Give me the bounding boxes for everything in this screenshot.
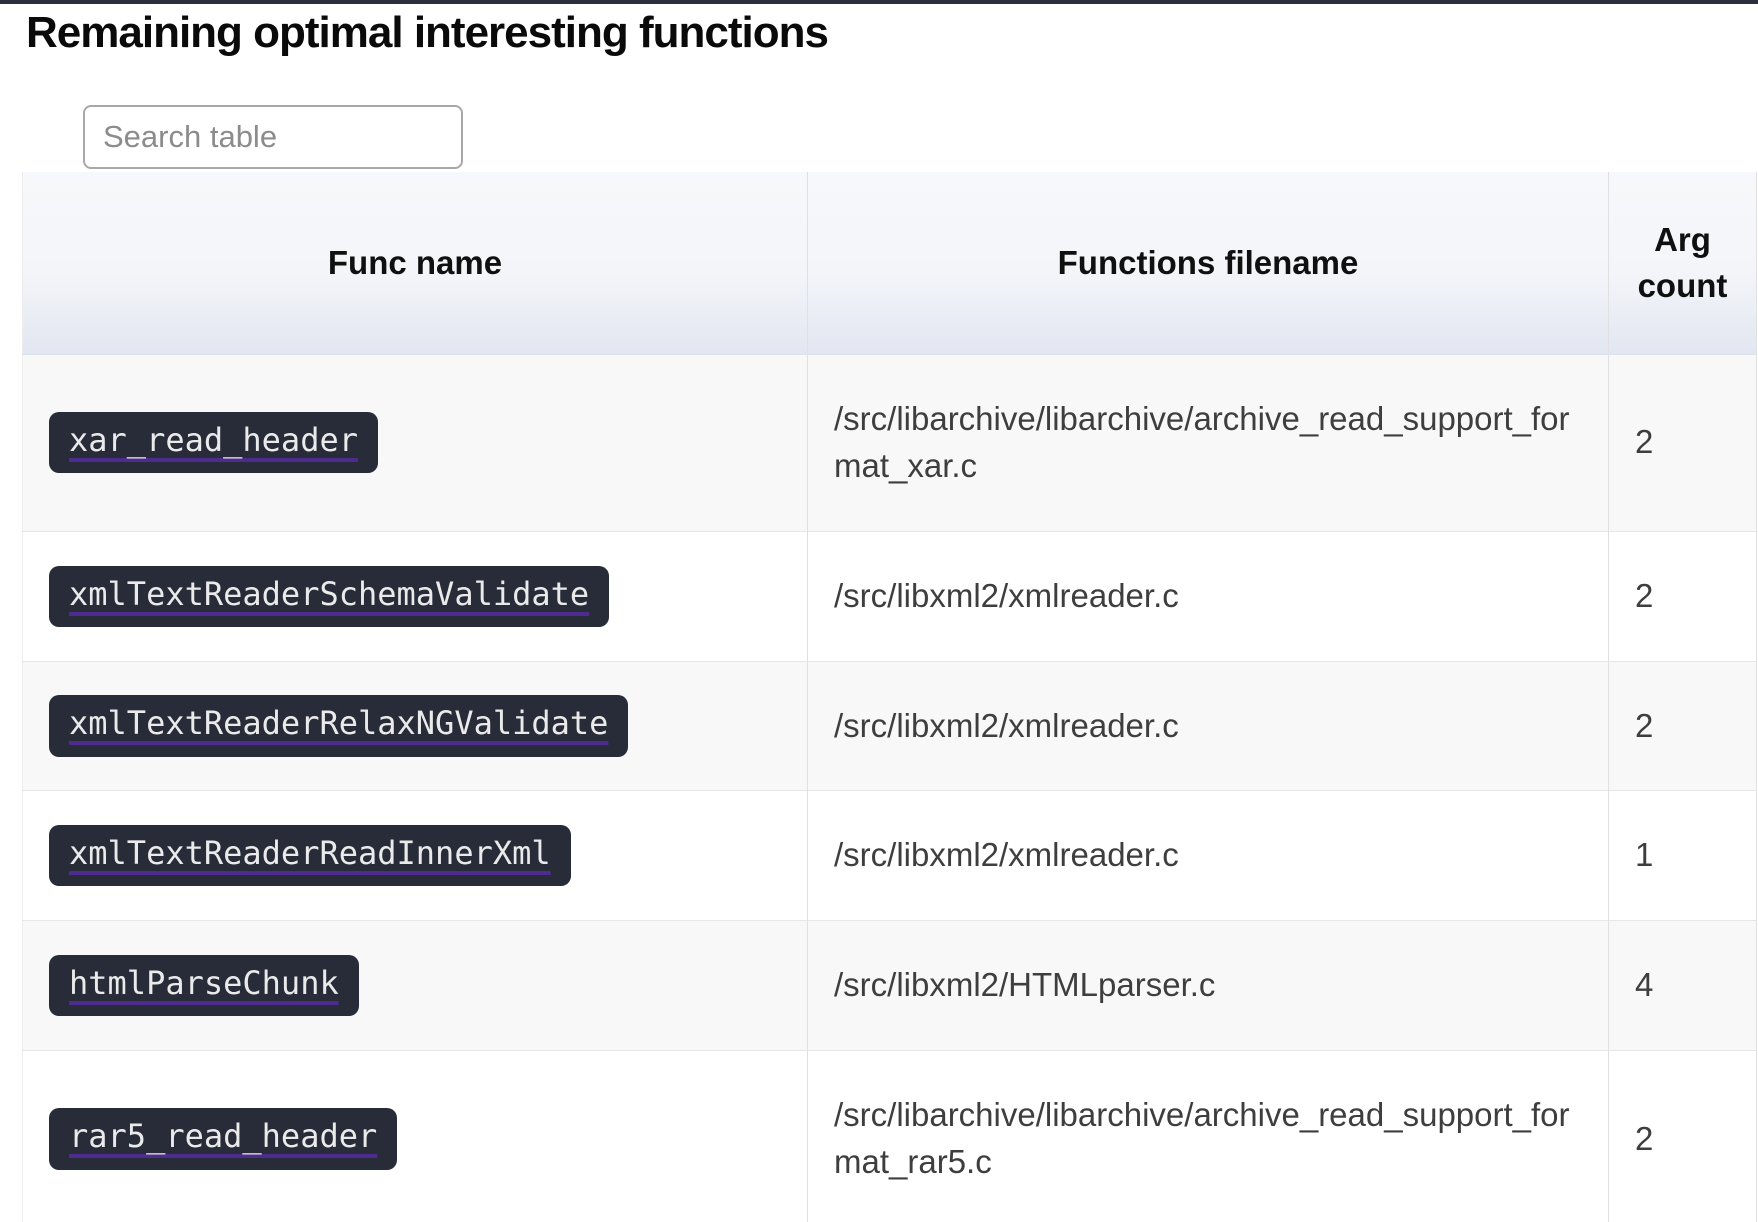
func-name-badge[interactable]: xar_read_header [49,412,378,474]
arg-count-cell: 2 [1608,531,1757,662]
column-header-arg-count[interactable]: Arg count [1608,171,1757,355]
functions-filename-cell: /src/libxml2/xmlreader.c [807,661,1609,791]
table-body: xar_read_header /src/libarchive/libarchi… [22,354,1757,1222]
table-row: xmlTextReaderSchemaValidate /src/libxml2… [22,531,1757,662]
column-header-func-name[interactable]: Func name [22,171,808,355]
table-row: xmlTextReaderRelaxNGValidate /src/libxml… [22,661,1757,791]
table-row: htmlParseChunk /src/libxml2/HTMLparser.c… [22,920,1757,1051]
top-accent-bar [0,0,1758,4]
table-row: xmlTextReaderReadInnerXml /src/libxml2/x… [22,790,1757,921]
arg-count-cell: 4 [1608,920,1757,1051]
functions-table-container: Func name Functions filename Arg count x… [22,171,1758,1222]
func-name-cell: xmlTextReaderReadInnerXml [22,790,808,921]
arg-count-cell: 2 [1608,1050,1757,1222]
func-name-badge[interactable]: rar5_read_header [49,1108,398,1170]
functions-filename-cell: /src/libxml2/HTMLparser.c [807,920,1609,1051]
column-header-functions-filename[interactable]: Functions filename [807,171,1609,355]
arg-count-cell: 1 [1608,790,1757,921]
func-name-badge[interactable]: htmlParseChunk [49,955,359,1017]
functions-filename-cell: /src/libxml2/xmlreader.c [807,790,1609,921]
search-input[interactable] [83,104,463,169]
page-title: Remaining optimal interesting functions [26,8,829,57]
func-name-cell: xmlTextReaderSchemaValidate [22,531,808,662]
functions-filename-cell: /src/libarchive/libarchive/archive_read_… [807,1050,1609,1222]
arg-count-cell: 2 [1608,354,1757,532]
func-name-cell: htmlParseChunk [22,920,808,1051]
func-name-badge[interactable]: xmlTextReaderReadInnerXml [49,825,571,887]
func-name-badge[interactable]: xmlTextReaderRelaxNGValidate [49,695,629,757]
func-name-cell: rar5_read_header [22,1050,808,1222]
table-header-row: Func name Functions filename Arg count [22,171,1757,355]
functions-filename-cell: /src/libxml2/xmlreader.c [807,531,1609,662]
arg-count-cell: 2 [1608,661,1757,791]
func-name-cell: xmlTextReaderRelaxNGValidate [22,661,808,791]
table-row: xar_read_header /src/libarchive/libarchi… [22,354,1757,532]
table-row: rar5_read_header /src/libarchive/libarch… [22,1050,1757,1222]
func-name-cell: xar_read_header [22,354,808,532]
functions-table: Func name Functions filename Arg count x… [22,171,1757,1222]
functions-filename-cell: /src/libarchive/libarchive/archive_read_… [807,354,1609,532]
func-name-badge[interactable]: xmlTextReaderSchemaValidate [49,565,610,627]
